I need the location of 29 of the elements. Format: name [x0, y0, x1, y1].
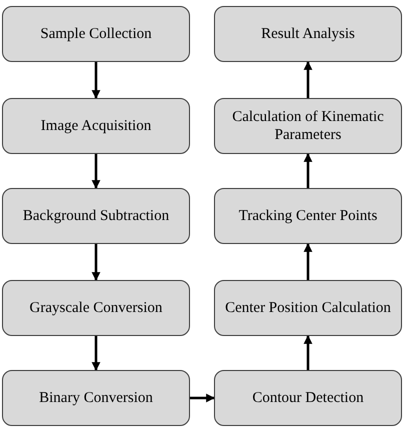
arrow [92, 244, 100, 281]
arrow [92, 336, 100, 371]
process-box [2, 280, 190, 336]
arrow [92, 154, 100, 189]
arrow [304, 153, 312, 188]
arrow [304, 243, 312, 280]
process-box [214, 98, 402, 154]
step-label: Tracking Center Points [238, 207, 378, 225]
process-box [214, 188, 402, 244]
process-box [2, 98, 190, 154]
step-label: Grayscale Conversion [30, 299, 162, 317]
step-label: Calculation of Kinematic Parameters [231, 108, 385, 144]
arrow [304, 335, 312, 370]
step-label: Image Acquisition [40, 117, 152, 135]
arrow [92, 62, 100, 99]
step-label: Contour Detection [252, 389, 364, 407]
arrow [190, 394, 215, 402]
process-box [2, 6, 190, 62]
process-box [214, 6, 402, 62]
process-box [2, 370, 190, 426]
arrow [304, 61, 312, 98]
step-label: Binary Conversion [39, 389, 153, 407]
step-label: Center Position Calculation [225, 299, 391, 317]
process-box [214, 370, 402, 426]
step-label: Background Subtraction [22, 207, 170, 225]
step-label: Result Analysis [261, 25, 355, 43]
step-label: Sample Collection [40, 25, 152, 43]
process-box [2, 188, 190, 244]
process-box [214, 280, 402, 336]
